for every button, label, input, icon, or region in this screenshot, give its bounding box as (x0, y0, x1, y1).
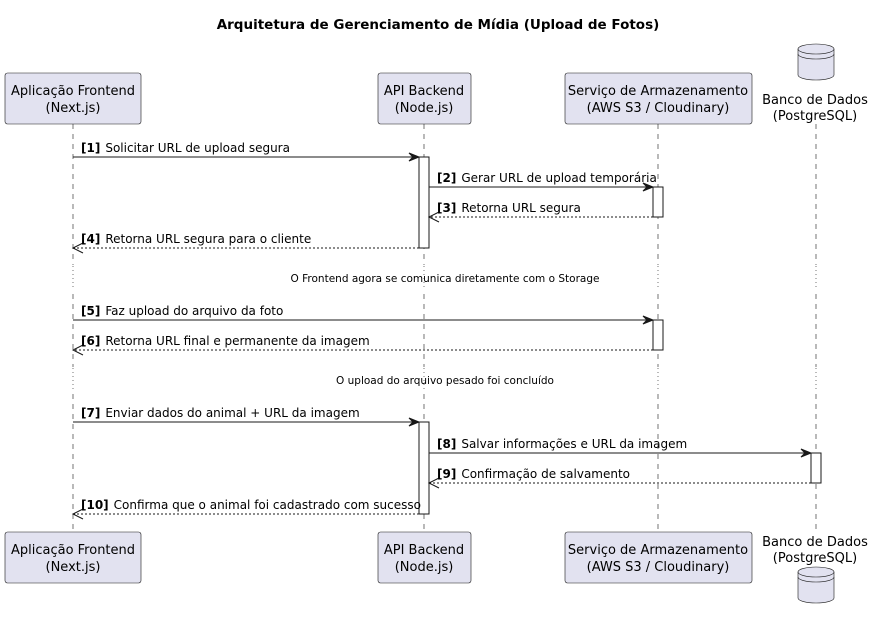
message-text: Gerar URL de upload temporária (461, 171, 656, 185)
message-label: [6] Retorna URL final e permanente da ima… (81, 334, 370, 348)
participant-label: API Backend (384, 84, 464, 99)
message-6: [6] Retorna URL final e permanente da ima… (71, 334, 653, 356)
message-text: Enviar dados do animal + URL da imagem (105, 406, 359, 420)
participant-label: Aplicação Frontend (11, 84, 135, 99)
arrowhead (71, 344, 84, 356)
divider-label: O upload do arquivo pesado foi concluído (336, 375, 554, 387)
message-3: [3] Retorna URL segura (427, 201, 653, 223)
message-label: [8] Salvar informações e URL da imagem (437, 437, 687, 451)
participant-label: Banco de Dados (762, 93, 868, 108)
arrowhead (408, 152, 421, 162)
arrowhead (642, 182, 655, 192)
participant-label: (PostgreSQL) (773, 109, 857, 124)
message-8: [8] Salvar informações e URL da imagem (429, 437, 813, 458)
arrowhead (427, 477, 440, 489)
arrowhead (642, 315, 655, 325)
participant-label: Serviço de Armazenamento (568, 543, 748, 558)
message-number: [6] (81, 334, 100, 348)
message-text: Faz upload do arquivo da foto (105, 304, 283, 318)
message-1: [1] Solicitar URL de upload segura (73, 141, 421, 162)
database-icon (797, 43, 835, 81)
message-text: Confirmação de salvamento (461, 467, 630, 481)
participant-frontend-bottom: Aplicação Frontend (Next.js) (4, 531, 142, 584)
message-5: [5] Faz upload do arquivo da foto (73, 304, 655, 325)
message-text: Solicitar URL de upload segura (105, 141, 290, 155)
participant-label: (PostgreSQL) (773, 551, 857, 566)
messages: [1] Solicitar URL de upload segura [2] Gera… (71, 141, 813, 520)
divider: O upload do arquivo pesado foi concluído (70, 367, 819, 391)
message-number: [10] (81, 498, 109, 512)
message-label: [7] Enviar dados do animal + URL da image… (81, 406, 360, 420)
participant-label: (AWS S3 / Cloudinary) (587, 101, 730, 116)
activation-bar-storage (652, 319, 664, 351)
participants: Aplicação Frontend(Next.js)Aplicação Fro… (4, 43, 868, 604)
participant-storage-bottom: Serviço de Armazenamento (AWS S3 / Cloudi… (564, 531, 753, 584)
message-number: [4] (81, 232, 100, 246)
participant-label: (Node.js) (395, 101, 454, 116)
divider-label: O Frontend agora se comunica diretamente… (291, 273, 600, 285)
participant-label: (AWS S3 / Cloudinary) (587, 560, 730, 575)
participant-database-bottom: Banco de Dados(PostgreSQL) (762, 535, 868, 604)
message-label: [1] Solicitar URL de upload segura (81, 141, 290, 155)
message-label: [2] Gerar URL de upload temporária (437, 171, 657, 185)
message-text: Confirma que o animal foi cadastrado com… (114, 498, 421, 512)
message-label: [9] Confirmação de salvamento (437, 467, 630, 481)
message-number: [5] (81, 304, 100, 318)
divider: O Frontend agora se comunica diretamente… (70, 265, 819, 289)
message-number: [2] (437, 171, 456, 185)
message-label: [4] Retorna URL segura para o cliente (81, 232, 311, 246)
message-label: [10] Confirma que o animal foi cadastrado… (81, 498, 421, 512)
message-number: [7] (81, 406, 100, 420)
message-number: [9] (437, 467, 456, 481)
participant-backend-bottom: API Backend (Node.js) (377, 531, 472, 584)
activation-bars (418, 156, 822, 515)
message-2: [2] Gerar URL de upload temporária (429, 171, 657, 192)
arrowhead (71, 242, 84, 254)
message-label: [5] Faz upload do arquivo da foto (81, 304, 283, 318)
message-text: Retorna URL segura para o cliente (105, 232, 311, 246)
arrowhead (408, 417, 421, 427)
message-number: [1] (81, 141, 100, 155)
message-text: Retorna URL segura (461, 201, 581, 215)
arrowhead (71, 508, 84, 520)
message-number: [3] (437, 201, 456, 215)
activation-bar-storage (652, 186, 664, 218)
message-7: [7] Enviar dados do animal + URL da image… (73, 406, 421, 427)
activation-bar-backend (418, 156, 430, 249)
message-label: [3] Retorna URL segura (437, 201, 581, 215)
dividers: O Frontend agora se comunica diretamente… (70, 265, 819, 391)
message-4: [4] Retorna URL segura para o cliente (71, 232, 419, 254)
participant-label: API Backend (384, 543, 464, 558)
participant-label: Banco de Dados (762, 535, 868, 550)
activation-bar-database (810, 452, 822, 484)
message-number: [8] (437, 437, 456, 451)
database-icon (797, 566, 835, 604)
participant-label: Serviço de Armazenamento (568, 84, 748, 99)
participant-label: Aplicação Frontend (11, 543, 135, 558)
participant-backend-top: API Backend (Node.js) (377, 72, 472, 125)
arrowhead (427, 211, 440, 223)
message-9: [9] Confirmação de salvamento (427, 467, 811, 489)
message-10: [10] Confirma que o animal foi cadastrado… (71, 498, 421, 520)
diagram-title: Arquitetura de Gerenciamento de Mídia (U… (217, 17, 660, 33)
participant-label: (Next.js) (46, 101, 101, 116)
message-text: Salvar informações e URL da imagem (461, 437, 687, 451)
participant-label: (Next.js) (46, 560, 101, 575)
message-text: Retorna URL final e permanente da imagem (105, 334, 369, 348)
activation-bar-backend (418, 421, 430, 515)
participant-database-top: Banco de Dados(PostgreSQL) (762, 43, 868, 124)
participant-storage-top: Serviço de Armazenamento (AWS S3 / Cloudi… (564, 72, 753, 125)
arrowhead (800, 448, 813, 458)
participant-label: (Node.js) (395, 560, 454, 575)
participant-frontend-top: Aplicação Frontend (Next.js) (4, 72, 142, 125)
